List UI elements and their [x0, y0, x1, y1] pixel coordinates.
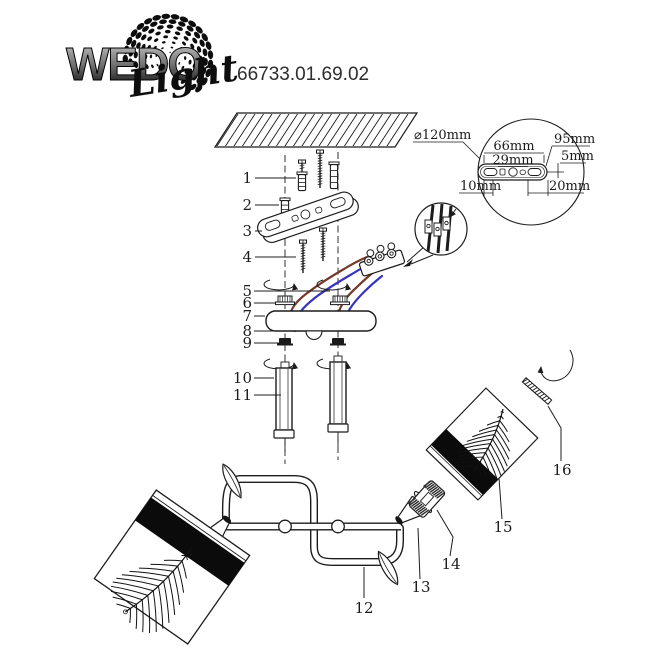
- dim-95mm: 95mm: [554, 132, 595, 147]
- part-label: 13: [411, 578, 430, 596]
- peacock-fan-icon: [122, 13, 214, 93]
- part-label: 16: [552, 461, 571, 479]
- terminal-block: [358, 242, 406, 277]
- bracket-slot: [483, 168, 498, 176]
- thread-rod: [521, 349, 574, 405]
- arm-ring: [331, 519, 345, 534]
- expansion-screws: [296, 149, 340, 192]
- canopy-dimension-detail: 66mm 29mm 95mm 5mm 10mm 20mm ⌀120mm: [413, 118, 595, 226]
- part-label: 2: [242, 196, 252, 214]
- leaf-ornament: [377, 550, 399, 586]
- part-label: 10: [233, 369, 252, 387]
- part-callouts-upper: 1 2 3 4 5 6 7 8 9 10 11: [233, 169, 330, 404]
- part-label: 3: [242, 222, 252, 240]
- leaf-pattern: [457, 408, 511, 480]
- shade-band: [135, 497, 245, 586]
- leader-line: [498, 477, 503, 520]
- brand-logo: WEDO Light: [66, 13, 241, 106]
- part-label: 1: [242, 169, 252, 187]
- mounting-bracket: [257, 191, 359, 244]
- downrod-tubes: [273, 355, 349, 452]
- part-label: 5: [242, 282, 252, 300]
- part-label: 12: [354, 599, 373, 617]
- part-label: 9: [242, 334, 252, 352]
- dim-diameter: ⌀120mm: [414, 128, 471, 143]
- lampshade-left: [93, 489, 251, 645]
- ceiling-hatch: [213, 112, 419, 148]
- socket-joint-ring: [395, 516, 403, 525]
- rotation-arrow: [537, 349, 574, 382]
- leader-line: [417, 527, 421, 580]
- wire-brown: [287, 255, 369, 331]
- dim-29mm: 29mm: [492, 153, 533, 168]
- leaf-ornament: [222, 463, 242, 499]
- halogen-bulb: [407, 480, 446, 518]
- leaf-pattern: [110, 546, 193, 634]
- socket-joint-ring: [222, 515, 232, 524]
- leader-line: [436, 509, 454, 557]
- locking-nuts: [275, 295, 350, 306]
- cap-nuts: [277, 338, 346, 346]
- ceiling-canopy: [265, 310, 377, 340]
- model-number: 66733.01.69.02: [237, 64, 369, 85]
- shade-band: [431, 429, 499, 495]
- wire-brown: [336, 268, 378, 318]
- part-label: 4: [242, 248, 252, 266]
- wiring-detail-balloon: [403, 202, 468, 267]
- arm-ring: [278, 519, 292, 534]
- brand-wordmark: WEDO: [66, 38, 201, 90]
- lampshade-right: [425, 387, 539, 501]
- dim-20mm: 20mm: [549, 179, 590, 194]
- part-label: 7: [242, 307, 252, 325]
- part-label: 11: [233, 386, 252, 404]
- part-label: 15: [493, 518, 512, 536]
- mounting-screws: [299, 227, 327, 273]
- leader-line: [547, 405, 562, 461]
- fixture-arm: [221, 475, 404, 566]
- dim-66mm: 66mm: [493, 139, 534, 154]
- part-label: 14: [441, 555, 460, 573]
- dim-10mm: 10mm: [460, 179, 501, 194]
- part-label: 8: [242, 322, 252, 340]
- part-label: 6: [242, 294, 252, 312]
- bracket-slot: [527, 168, 542, 176]
- part-callouts-lower: 12 13 14 15 16: [354, 405, 572, 617]
- balloon-pointer: [403, 259, 413, 267]
- dim-5mm: 5mm: [561, 149, 594, 164]
